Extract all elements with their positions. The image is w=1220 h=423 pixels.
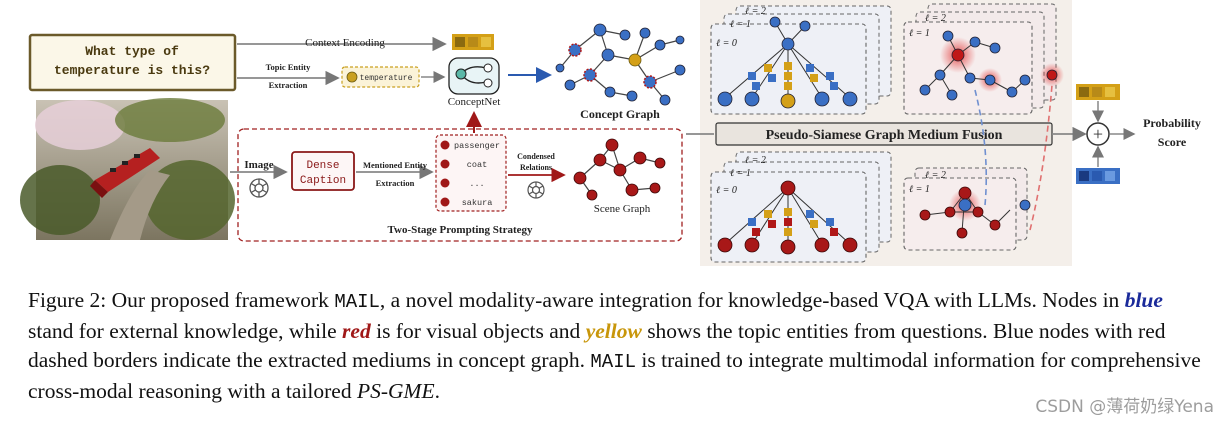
caption-part-2: , a novel modality-aware integration for… — [379, 288, 1120, 312]
caption-part-6: is trained to integrate multimodal infor… — [28, 348, 1201, 403]
scene-attn-label-1: ℓ = 1 — [909, 184, 930, 195]
probability-score-2: Score — [1158, 135, 1187, 149]
topic-entity-label-1: Topic Entity — [266, 62, 312, 72]
blue-embedding-out — [1076, 168, 1120, 184]
concept-graph-nodes — [555, 23, 686, 106]
caption-mail-2: MAIL — [590, 351, 636, 373]
entity-1: passenger — [454, 141, 500, 151]
attn-layer-label-1: ℓ = 1 — [909, 28, 930, 39]
concept-layer-stack: ℓ = 2 ℓ = 1 ℓ = 0 — [710, 5, 892, 115]
caption-red: red — [342, 319, 371, 343]
caption-mail: MAIL — [334, 291, 380, 313]
framework-figure: What type of temperature is this? Contex… — [20, 0, 1201, 266]
concept-graph-label: Concept Graph — [580, 107, 660, 121]
fusion-node: + — [1086, 122, 1110, 146]
condensed-relations-2: Relations — [520, 163, 552, 172]
psgmf-label: Pseudo-Siamese Graph Medium Fusion — [766, 128, 1003, 143]
scene-attention-stack: ℓ = 2 ℓ = 1 — [903, 167, 1031, 251]
cross-connector-red — [1029, 84, 1053, 231]
entity-3: ... — [469, 179, 484, 189]
caption-label: Figure 2: — [28, 288, 107, 312]
question-line-2: temperature is this? — [54, 63, 210, 78]
cross-connector-blue — [974, 89, 988, 206]
concept-attention-stack: ℓ = 2 ℓ = 1 — [903, 3, 1064, 115]
openai-icon — [249, 178, 269, 198]
two-stage-label: Two-Stage Prompting Strategy — [387, 224, 533, 236]
attn-layer-label-2: ℓ = 2 — [925, 13, 946, 24]
layer-label-0: ℓ = 0 — [716, 38, 737, 49]
entity-4: sakura — [462, 198, 493, 208]
probability-score-1: Probability — [1143, 116, 1201, 130]
topic-entity-box: temperature — [341, 66, 420, 88]
mentioned-entity-label-2: Extraction — [376, 178, 415, 188]
caption-part-7: . — [434, 379, 440, 403]
layer-label-2: ℓ = 2 — [745, 6, 766, 17]
yellow-embedding-out — [1076, 84, 1120, 100]
two-stage-box — [237, 128, 683, 242]
entity-2: coat — [467, 160, 487, 170]
scene-layer-stack: ℓ = 2 ℓ = 1 ℓ = 0 — [710, 151, 892, 263]
input-image — [20, 98, 235, 240]
question-line-1: What type of — [85, 44, 179, 59]
caption-psgme: PS-GME — [356, 379, 435, 403]
dense-caption-line-1: Dense — [306, 160, 339, 172]
caption-part-3: stand for external knowledge, while — [28, 319, 337, 343]
scene-attn-label-2: ℓ = 2 — [925, 170, 946, 181]
condensed-relations-1: Condensed — [517, 152, 555, 161]
caption-yellow: yellow — [585, 319, 642, 343]
openai-icon-2 — [527, 181, 545, 199]
scene-graph-nodes — [573, 138, 666, 201]
scene-graph-label: Scene Graph — [594, 203, 651, 215]
watermark: CSDN @薄荷奶绿Yena — [1035, 397, 1214, 417]
context-encoding-label: Context Encoding — [305, 37, 385, 49]
conceptnet-icon — [448, 57, 500, 95]
scene-layer-label-2: ℓ = 2 — [745, 155, 766, 166]
caption-part-5: shows the topic entities from questions.… — [28, 319, 1166, 372]
topic-entity-text: temperature — [360, 74, 413, 83]
dense-caption-line-2: Caption — [300, 175, 346, 187]
caption-part-4: is for visual objects and — [376, 319, 581, 343]
image-label: Image — [244, 159, 273, 171]
figure-caption: Figure 2: Our proposed framework MAIL, a… — [28, 286, 1212, 406]
scene-layer-label-1: ℓ = 1 — [730, 168, 751, 179]
question-box: What type of temperature is this? — [28, 33, 237, 92]
layer-label-1: ℓ = 1 — [730, 19, 751, 30]
conceptnet-label: ConceptNet — [448, 96, 501, 108]
context-embedding-bar — [452, 34, 494, 50]
caption-blue: blue — [1124, 288, 1163, 312]
scene-layer-label-0: ℓ = 0 — [716, 185, 737, 196]
dense-caption-box: Dense Caption — [291, 151, 355, 191]
mentioned-entity-label-1: Mentioned Entity — [363, 160, 428, 170]
fusion-symbol: + — [1093, 124, 1103, 144]
caption-part-1: Our proposed framework — [111, 288, 329, 312]
entity-list: passenger coat ... sakura — [435, 134, 507, 212]
topic-entity-label-2: Extraction — [269, 80, 308, 90]
psgmf-bar: Pseudo-Siamese Graph Medium Fusion — [715, 122, 1053, 146]
